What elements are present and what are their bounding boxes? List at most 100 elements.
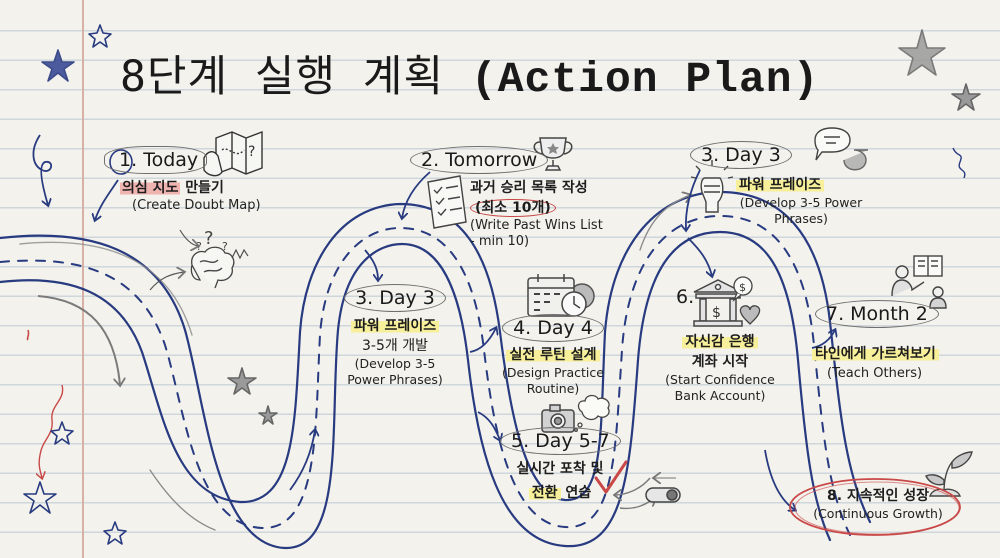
step-4-english-line2: Routine)	[526, 381, 580, 396]
question-marks-icon: ?	[204, 228, 214, 249]
step-8: 8. 지속적인 성장 (Continuous Growth)	[808, 486, 948, 522]
step-3-top-korean: 파워 프레이즈	[736, 175, 866, 195]
step-6-english-line1: (Start Confidence	[665, 372, 775, 387]
step-1-korean-rest: 만들기	[180, 180, 224, 196]
calendar-clock-gear-icon	[527, 274, 595, 317]
arrow-to-step-8	[764, 449, 795, 510]
step-5-pill: 5. Day 5-7	[500, 427, 621, 455]
step-6-korean-line1: 자신감 은행	[660, 332, 780, 352]
red-squiggle-arrow	[39, 384, 64, 478]
decorative-stars	[23, 24, 127, 545]
step-3-top-english-line1: (Develop 3-5 Power	[739, 195, 863, 210]
svg-text:?: ?	[248, 144, 255, 160]
speech-bubbles-icon	[814, 127, 868, 171]
step-3-top-pill: 3. Day 3	[690, 141, 792, 169]
arrow-to-step-5	[477, 411, 500, 440]
step-7-pill: 7. Month 2	[815, 300, 939, 328]
page-title: 8단계 실행 계획 (Action Plan)	[120, 42, 819, 104]
dollar-bubble-icon: $	[732, 276, 753, 302]
step-6-english-line2: Bank Account)	[674, 388, 766, 403]
arrow-up-road	[289, 430, 315, 491]
step-2: 2. Tomorrow 과거 승리 목록 작성 (최소 10개) (Write …	[410, 146, 603, 250]
step-3-korean-highlight: 파워 프레이즈	[350, 318, 440, 334]
star-icon	[258, 405, 278, 425]
step-3: 3. Day 3 파워 프레이즈 3-5개 개발 (Develop 3-5 Po…	[330, 284, 460, 388]
step-1-korean-highlight: 의심 지도	[120, 180, 181, 196]
svg-text:$: $	[739, 281, 746, 294]
step-8-english: (Continuous Growth)	[813, 506, 943, 521]
star-icon	[23, 481, 57, 514]
checklist-icon	[427, 175, 467, 229]
star-icon	[50, 421, 74, 445]
step-3-pill: 3. Day 3	[344, 284, 446, 312]
teacher-student-icon	[891, 255, 947, 309]
step-8-label: 8. 지속적인 성장	[826, 488, 930, 504]
road-inner-edge	[0, 190, 872, 524]
red-highlight-ellipse	[789, 478, 961, 536]
arrow-to-step-3	[364, 249, 378, 280]
thought-cloud-icon	[574, 394, 610, 432]
step-2-english-line2: - min 10)	[470, 234, 530, 249]
map-icon: ?	[203, 130, 263, 177]
svg-text:?: ?	[222, 240, 228, 253]
step-4-korean: 실전 루틴 설계	[488, 345, 618, 365]
star-icon	[898, 29, 946, 76]
step-4: 4. Day 4 실전 루틴 설계 (Design Practice Routi…	[488, 314, 618, 397]
step-7-korean-highlight: 타인에게 가르쳐보기	[812, 346, 939, 362]
star-icon	[103, 521, 127, 545]
step-2-pill: 2. Tomorrow	[410, 146, 549, 174]
step-4-english-line1: (Design Practice	[502, 365, 604, 380]
arrow-to-step-6	[687, 237, 712, 276]
checkmark-icon	[594, 460, 628, 494]
blue-squiggle	[952, 147, 966, 179]
step-5: 5. Day 5-7 실시간 포착 및 전환 연습	[500, 427, 621, 503]
trophy-icon	[533, 137, 573, 171]
step-3-top: 3. Day 3 파워 프레이즈 (Develop 3-5 Power Phra…	[690, 141, 866, 227]
step-6-korean-line2: 계좌 시작	[691, 354, 749, 370]
step-3-korean-line2: 3-5개 개발	[362, 338, 428, 354]
road-center-line	[0, 214, 851, 536]
step-1-label: Today	[143, 149, 199, 171]
road	[0, 190, 872, 550]
bank-icon: $	[693, 279, 743, 327]
step-1: 1. Today 의심 지도 만들기 (Create Doubt Map)	[104, 146, 261, 214]
step-4-korean-highlight: 실전 루틴 설계	[506, 347, 600, 363]
step-5-korean-rest: 연습	[560, 485, 592, 501]
step-3-top-english-line2: Phrases)	[774, 211, 828, 226]
step-1-english: (Create Doubt Map)	[132, 198, 261, 213]
star-icon	[227, 367, 257, 395]
step-arrows	[32, 134, 835, 510]
svg-text:?: ?	[196, 240, 202, 253]
step-2-korean-line2: (최소 10개)	[470, 198, 603, 218]
pencil-stars	[227, 29, 981, 425]
step-7-english: (Teach Others)	[827, 366, 923, 381]
arrow-to-road-1	[95, 179, 119, 220]
title-english: (Action Plan)	[470, 55, 820, 104]
step-3-korean-line1: 파워 프레이즈	[330, 316, 460, 336]
step-3-english-line1: (Develop 3-5	[354, 356, 436, 371]
svg-text:$: $	[712, 305, 721, 321]
step-7: 7. Month 2 타인에게 가르쳐보기 (Teach Others)	[812, 300, 939, 382]
curl-left-arrow	[32, 134, 52, 205]
step-1-pill: 1. Today	[104, 146, 208, 174]
star-icon	[41, 49, 75, 82]
step-4-pill: 4. Day 4	[502, 314, 604, 342]
step-3-english-line2: Power Phrases)	[347, 372, 443, 387]
step-6-korean-highlight: 자신감 은행	[682, 334, 758, 350]
step-1-number: 1.	[119, 149, 138, 171]
step-7-korean: 타인에게 가르쳐보기	[812, 344, 939, 364]
step-6-number: 6.	[676, 286, 695, 308]
sprout-icon	[925, 451, 973, 497]
star-icon	[88, 24, 112, 48]
step-5-korean-line1: 실시간 포착 및	[516, 461, 604, 477]
step-5-korean-highlight: 전환	[528, 485, 561, 501]
arrow-to-road-2	[402, 171, 431, 218]
title-korean: 8단계 실행 계획	[120, 52, 445, 102]
road-pencil-shading	[19, 241, 193, 336]
step-6: 6. 자신감 은행 계좌 시작 (Start Confidence Bank A…	[660, 286, 780, 404]
margin-line	[82, 0, 84, 558]
arrow-to-step-4	[469, 328, 496, 353]
road-outer-edge	[0, 230, 832, 550]
brain-icon: ? ? ?	[190, 228, 249, 289]
